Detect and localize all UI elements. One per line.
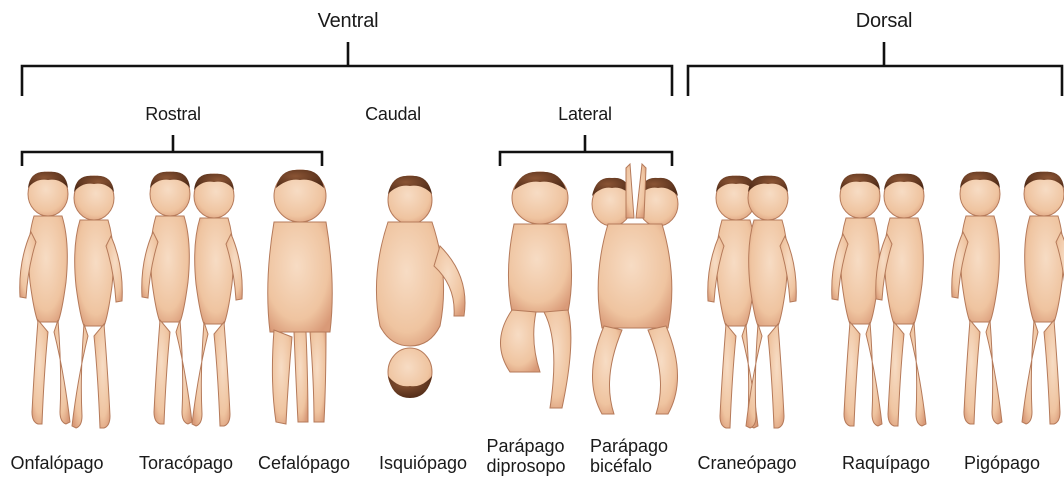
caption-parapago-diprosopo-line1: Parápago [486,436,565,456]
caption-parapago-bicefalo-line1: Parápago [590,436,668,456]
caption-pigopago: Pigópago [964,453,1040,473]
caption-craneopago: Craneópago [697,453,796,473]
caption-parapago-diprosopo-line2: diprosopo [486,456,565,476]
caption-parapago-bicefalo: Parápago bicéfalo [590,436,668,476]
caption-raquipago: Raquípago [842,453,930,473]
caption-parapago-bicefalo-line2: bicéfalo [590,456,668,476]
caption-parapago-diprosopo: Parápago diprosopo [486,436,565,476]
